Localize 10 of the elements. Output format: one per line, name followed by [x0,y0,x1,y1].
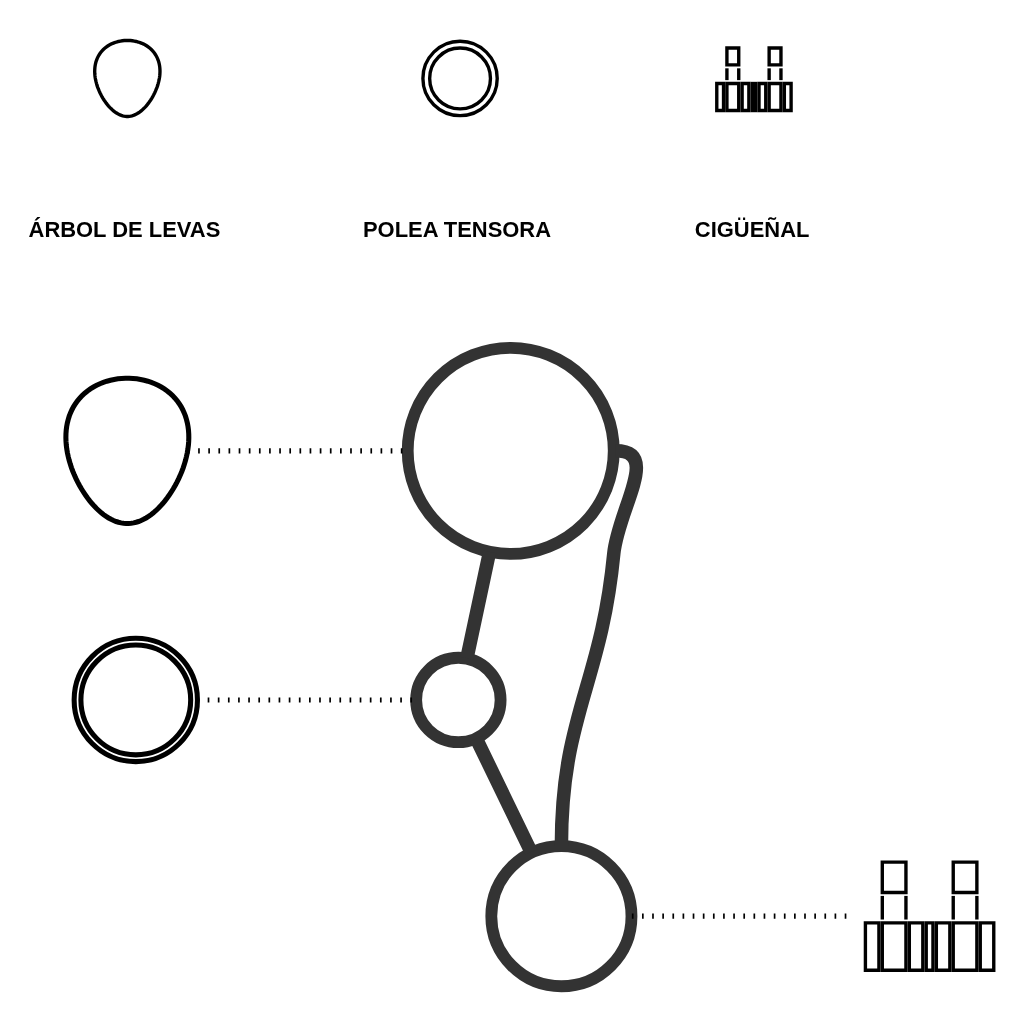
label: POLEA TENSORA [362,216,552,242]
node-circle [485,839,638,992]
label: CIGÜEÑAL [694,216,810,242]
node-picture [63,375,192,526]
node-picture [421,39,499,117]
node-circle [401,341,620,560]
label: ÁRBOL DE LEVAS [28,216,221,242]
node-circle [410,651,507,748]
node-picture [93,38,162,118]
node-picture [71,635,200,764]
